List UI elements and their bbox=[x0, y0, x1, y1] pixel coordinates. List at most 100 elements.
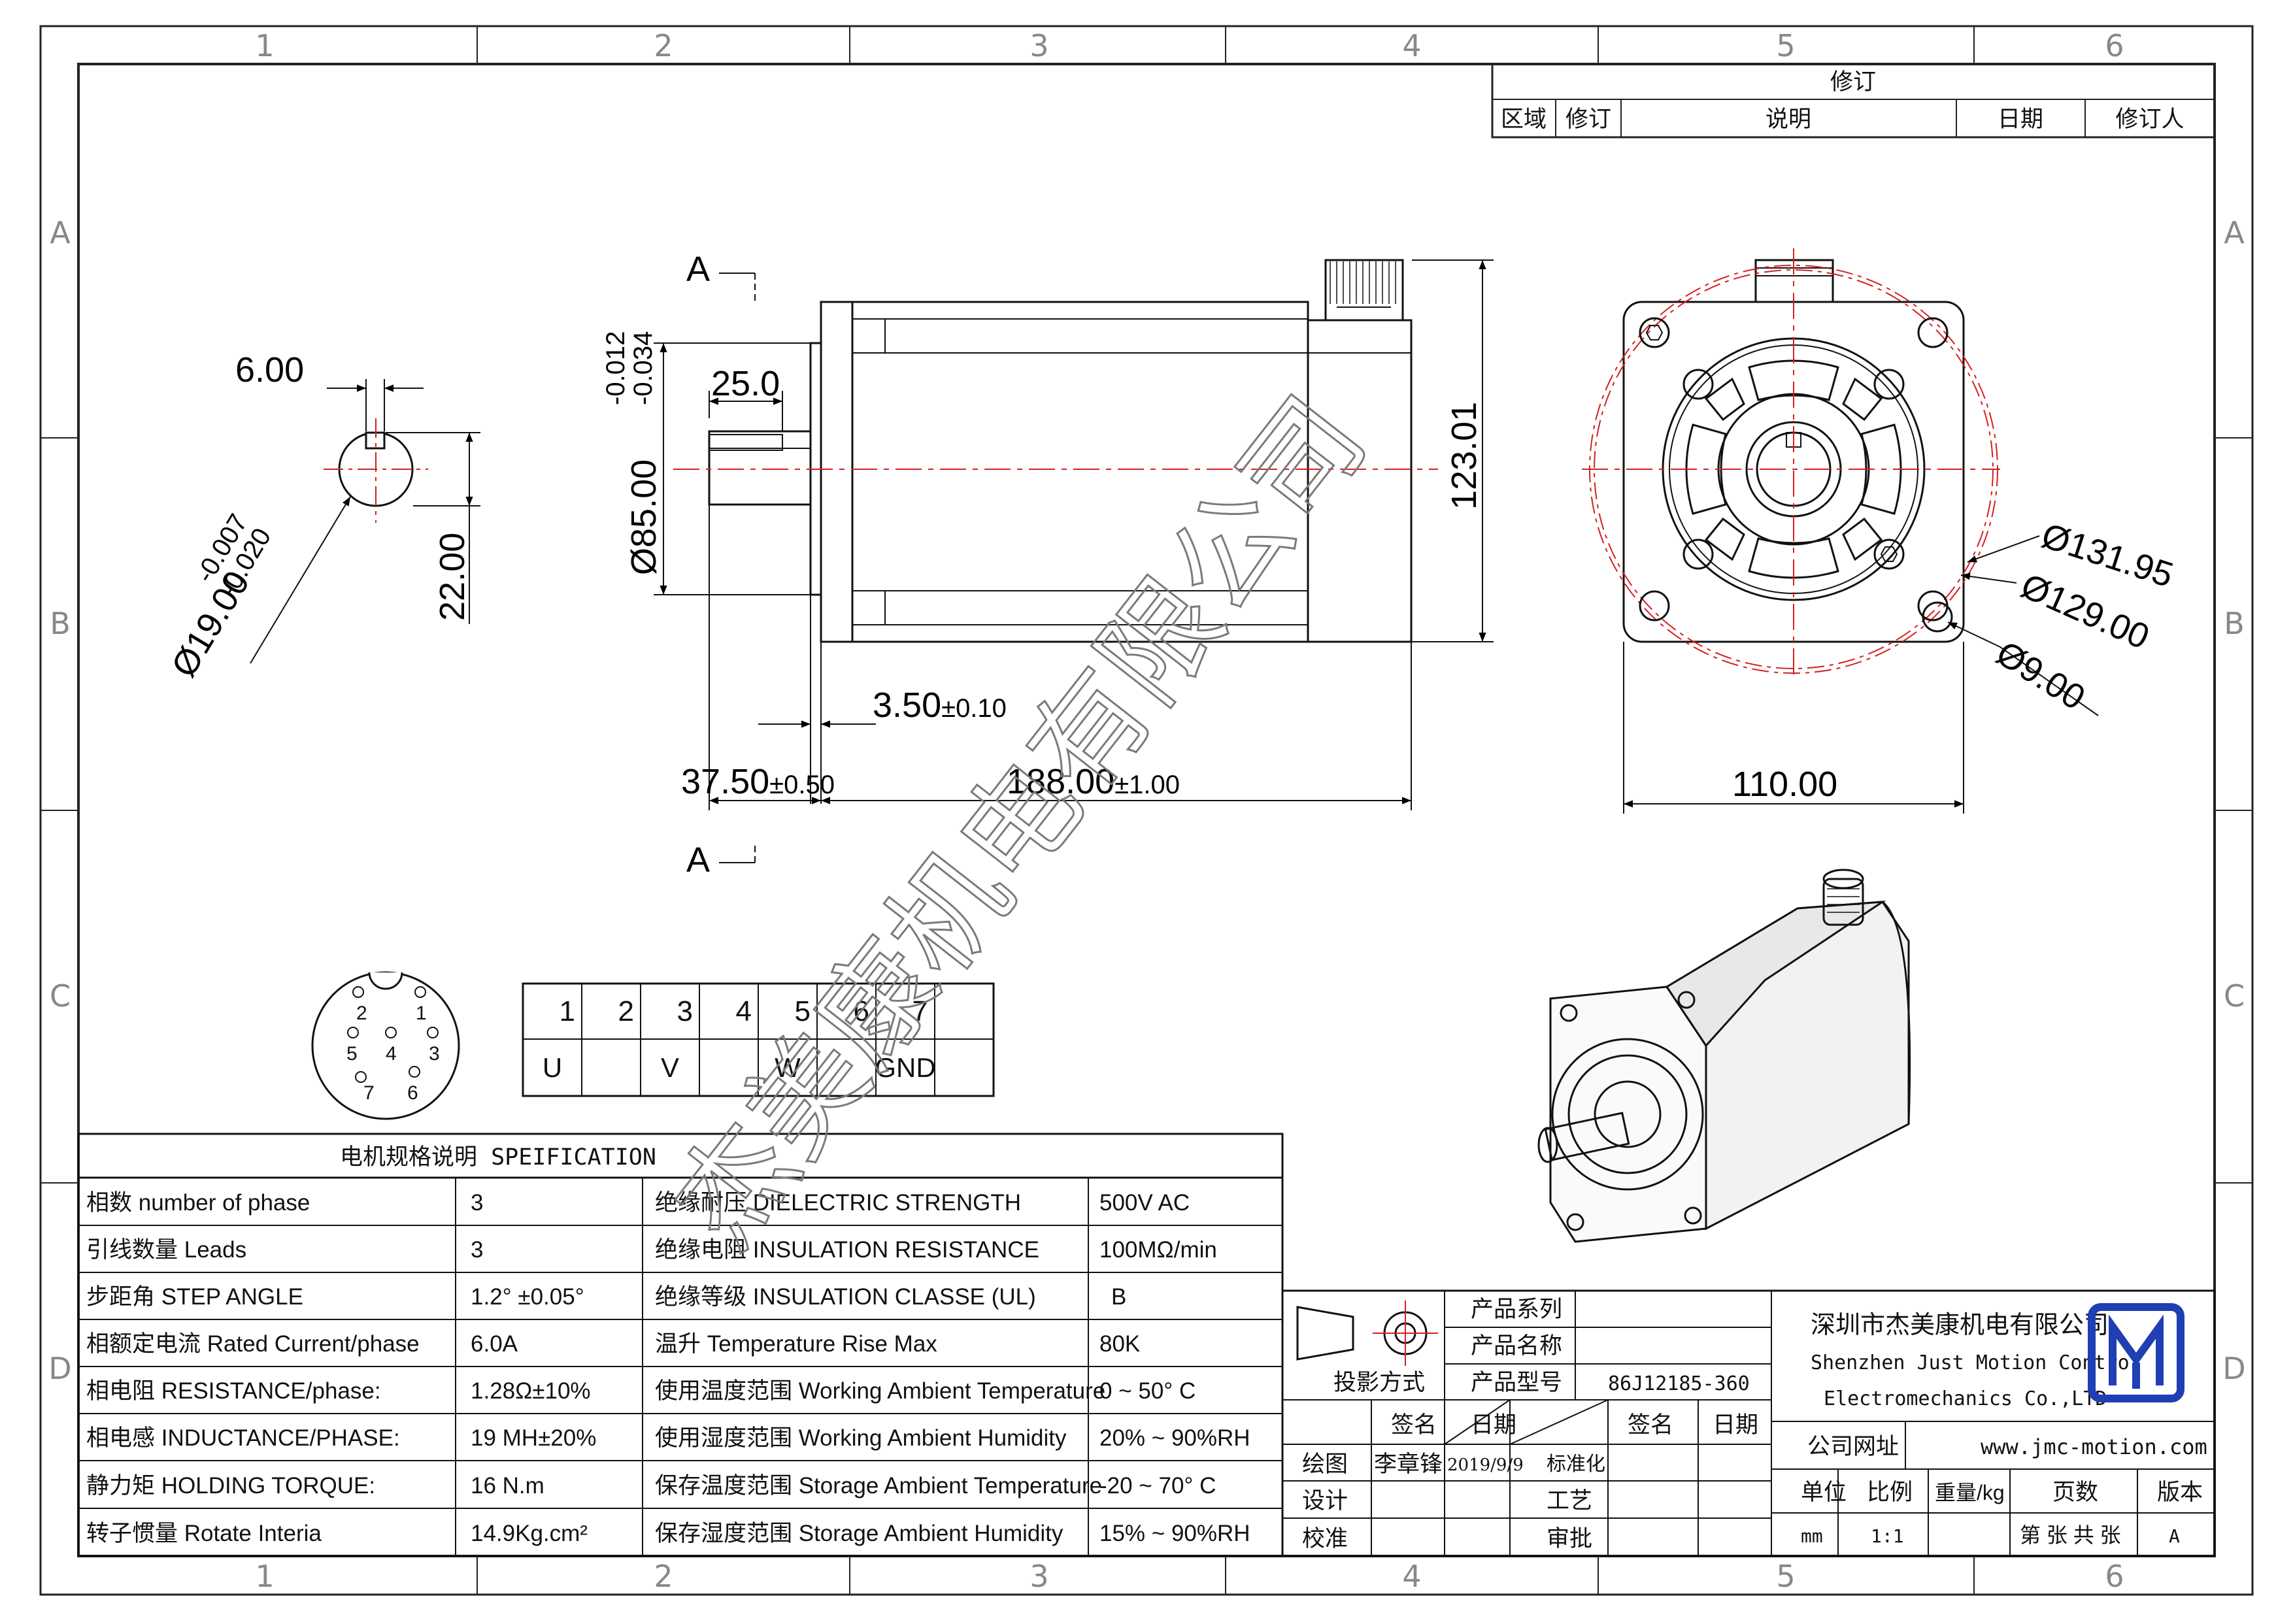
tb-product-name: 产品名称 bbox=[1471, 1333, 1562, 1359]
key-side bbox=[709, 434, 783, 451]
tb-unit: mm bbox=[1801, 1525, 1823, 1547]
spec-label-step-angle: 步距角 STEP ANGLE bbox=[86, 1284, 303, 1310]
pin-signal-7: GND bbox=[875, 1052, 935, 1083]
revision-header-desc: 说明 bbox=[1766, 107, 1811, 133]
motor-front-view bbox=[1582, 248, 2099, 814]
tb-drawer: 李章锋 bbox=[1374, 1451, 1443, 1477]
spec-label-leads: 引线数量 Leads bbox=[86, 1237, 246, 1263]
tb-version-label: 版本 bbox=[2157, 1480, 2203, 1505]
zone-labels: 1 2 3 4 5 6 1 2 3 4 5 6 A B C D A B C D bbox=[48, 28, 2245, 1594]
pin-num-7: 7 bbox=[912, 995, 928, 1027]
tb-website-label: 公司网址 bbox=[1807, 1434, 1899, 1459]
tb-website: www.jmc-motion.com bbox=[1981, 1434, 2207, 1459]
tb-standardization: 标准化 bbox=[1547, 1453, 1605, 1475]
zone-row-c: C bbox=[50, 978, 71, 1014]
key-depth-dim: 22.00 bbox=[433, 533, 472, 621]
spec-table: 电机规格说明 SPEIFICATION 相数 number of phase 3… bbox=[77, 1133, 1284, 1557]
zone-col-1: 1 bbox=[255, 28, 274, 63]
revision-title: 修订 bbox=[1830, 69, 1876, 95]
tb-process: 工艺 bbox=[1547, 1488, 1592, 1514]
tb-pages-label: 页数 bbox=[2052, 1480, 2098, 1505]
spec-value-storage-humidity: 15% ~ 90%RH bbox=[1099, 1521, 1250, 1546]
pin-label-7: 7 bbox=[363, 1082, 375, 1104]
spec-label-insulation-res: 绝缘电阻 INSULATION RESISTANCE bbox=[655, 1237, 1039, 1263]
pin-num-2: 2 bbox=[618, 995, 634, 1027]
zone-row-d-right: D bbox=[2222, 1351, 2245, 1386]
spec-value-inertia: 14.9Kg.cm² bbox=[471, 1521, 588, 1546]
boss-tol-lower: -0.034 bbox=[629, 331, 658, 405]
pin-num-4: 4 bbox=[736, 995, 752, 1027]
tb-date: 日期 bbox=[1471, 1412, 1516, 1438]
pin-num-6: 6 bbox=[854, 995, 869, 1027]
spec-label-temp-rise: 温升 Temperature Rise Max bbox=[655, 1331, 937, 1357]
spec-label-resistance: 相电阻 RESISTANCE/phase: bbox=[86, 1378, 381, 1404]
revision-header-zone: 区域 bbox=[1501, 107, 1547, 133]
square-dim: 110.00 bbox=[1732, 765, 1837, 804]
tb-pages: 第 张 共 张 bbox=[2020, 1523, 2121, 1547]
spec-label-inductance: 相电感 INDUCTANCE/PHASE: bbox=[86, 1425, 400, 1451]
connector-pinout bbox=[311, 971, 460, 1120]
tb-company-en-2: Electromechanics Co.,LTD bbox=[1824, 1387, 2107, 1410]
title-block: 产品系列 产品名称 产品型号 86J12185-360 投影方式 签名 日期 签… bbox=[1281, 1289, 2216, 1557]
revision-header-date: 日期 bbox=[1998, 107, 2043, 133]
spec-value-torque: 16 N.m bbox=[471, 1473, 544, 1499]
spec-value-storage-temp: -20 ~ 70° C bbox=[1099, 1473, 1216, 1499]
tb-design: 设计 bbox=[1302, 1488, 1348, 1514]
pin-signal-3: V bbox=[661, 1052, 679, 1083]
body-length-dim-text: 188.00±1.00 bbox=[1007, 762, 1180, 801]
section-label-bottom: A bbox=[686, 840, 710, 880]
revision-block: 修订 区域 修订 说明 日期 修订人 bbox=[1491, 63, 2216, 139]
boss-height-dim-text: 3.50±0.10 bbox=[873, 686, 1007, 725]
spec-label-work-temp: 使用温度范围 Working Ambient Temperature bbox=[655, 1378, 1105, 1404]
body-length-dim: 188.00 bbox=[1007, 762, 1114, 801]
spec-label-dielectric: 绝缘耐压 DIELECTRIC STRENGTH bbox=[655, 1190, 1021, 1216]
pin-label-5: 5 bbox=[346, 1043, 358, 1065]
zone-row-a-right: A bbox=[2224, 215, 2245, 250]
tb-approve: 审批 bbox=[1547, 1526, 1592, 1551]
tb-product-model-label: 产品型号 bbox=[1471, 1370, 1562, 1395]
motor-isometric-view bbox=[1537, 869, 1911, 1243]
boss-dia-dim-group: Ø85.00 -0.012 -0.034 bbox=[601, 331, 663, 575]
spec-title: 电机规格说明 SPEIFICATION bbox=[340, 1144, 656, 1170]
tb-projection: 投影方式 bbox=[1333, 1370, 1425, 1395]
spec-value-work-temp: 0 ~ 50° C bbox=[1099, 1378, 1196, 1404]
spec-label-work-humidity: 使用湿度范围 Working Ambient Humidity bbox=[655, 1425, 1067, 1451]
zone-col-3-bottom: 3 bbox=[1029, 1559, 1048, 1594]
spec-label-phases: 相数 number of phase bbox=[86, 1190, 310, 1216]
spec-value-step-angle: 1.2° ±0.05° bbox=[471, 1284, 584, 1310]
zone-row-b-right: B bbox=[2224, 606, 2245, 641]
spec-value-current: 6.0A bbox=[471, 1331, 518, 1357]
company-logo bbox=[2088, 1303, 2184, 1402]
connector-side bbox=[1324, 259, 1404, 322]
body-length-tol: ±1.00 bbox=[1114, 771, 1180, 799]
zone-col-3: 3 bbox=[1029, 28, 1048, 63]
zone-col-4: 4 bbox=[1402, 28, 1421, 63]
tb-product-model: 86J12185-360 bbox=[1608, 1372, 1750, 1395]
boss-height-tol: ±0.10 bbox=[941, 694, 1007, 723]
tb-sign2: 签名 bbox=[1628, 1412, 1673, 1438]
pin-num-3: 3 bbox=[677, 995, 693, 1027]
tb-product-series: 产品系列 bbox=[1471, 1297, 1562, 1322]
motor-side-view bbox=[654, 259, 1494, 863]
height-dim: 123.01 bbox=[1445, 402, 1484, 510]
spec-label-storage-temp: 保存温度范围 Storage Ambient Temperature bbox=[655, 1473, 1102, 1499]
zone-col-5: 5 bbox=[1776, 28, 1795, 63]
tb-unit-label: 单位 bbox=[1801, 1480, 1847, 1505]
key-length-dim: 25.0 bbox=[711, 364, 780, 403]
pin-label-1: 1 bbox=[416, 1003, 427, 1024]
boss-height-dim: 3.50 bbox=[873, 686, 941, 725]
spec-value-phases: 3 bbox=[471, 1190, 483, 1216]
pin-label-3: 3 bbox=[429, 1043, 440, 1065]
spec-value-resistance: 1.28Ω±10% bbox=[471, 1378, 591, 1404]
tb-drawing: 绘图 bbox=[1302, 1451, 1348, 1477]
tb-check: 校准 bbox=[1302, 1526, 1348, 1551]
tb-date2: 日期 bbox=[1713, 1412, 1758, 1438]
spec-value-dielectric: 500V AC bbox=[1099, 1190, 1190, 1216]
shaft-dia-dim-group: Ø19.00 -0.007 -0.020 bbox=[164, 509, 277, 684]
spec-value-leads: 3 bbox=[471, 1237, 483, 1263]
front-flange bbox=[820, 301, 854, 643]
hole-dia-dim: Ø9.00 bbox=[1990, 633, 2092, 718]
spec-value-inductance: 19 MH±20% bbox=[471, 1425, 596, 1451]
